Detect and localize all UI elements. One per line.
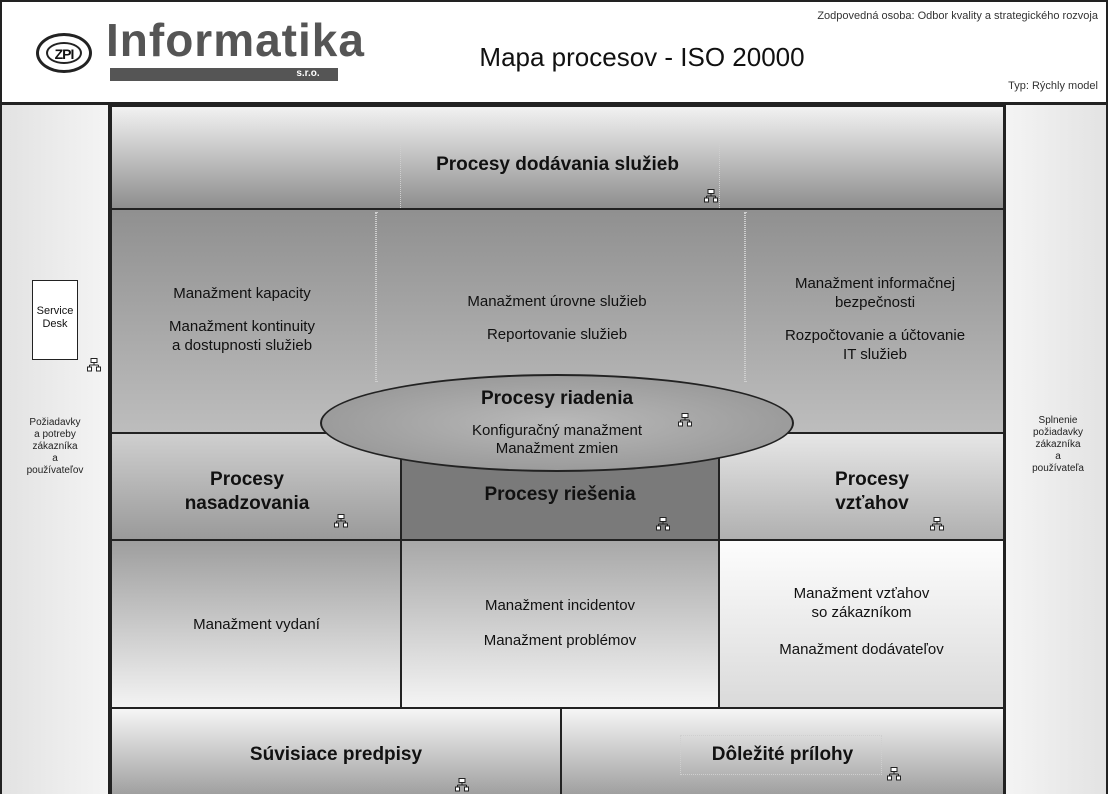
- company-logo-mark: ZPI: [46, 42, 82, 64]
- customer-output-panel: [1004, 105, 1106, 794]
- attachments-link-area: [680, 735, 882, 775]
- relationship-title-1: Procesy: [835, 469, 909, 490]
- budgeting-accounting-2[interactable]: IT služieb: [843, 346, 907, 363]
- information-security-management-2[interactable]: bezpečnosti: [834, 294, 916, 311]
- fulfilment-line-1: Splnenie: [1038, 415, 1078, 426]
- model-type: Typ: Rýchly model: [1008, 80, 1098, 92]
- regulations-block[interactable]: [110, 707, 562, 794]
- delivery-left-text: Manažment kapacity Manažment kontinuity …: [122, 284, 362, 355]
- brand-bar: [110, 68, 338, 81]
- relationship-management-text: Manažment vzťahov so zákazníkom Manažmen…: [718, 584, 1005, 659]
- delivery-center-text: Manažment úrovne služieb Reportovanie sl…: [402, 292, 712, 344]
- relationship-management-cell: [718, 539, 1005, 709]
- release-management[interactable]: Manažment vydaní: [193, 616, 320, 633]
- hierarchy-icon[interactable]: [678, 413, 692, 427]
- continuity-management[interactable]: Manažment kontinuity: [169, 318, 315, 335]
- hierarchy-icon[interactable]: [704, 189, 718, 203]
- divider-line: [744, 212, 746, 382]
- service-level-management[interactable]: Manažment úrovne služieb: [467, 293, 647, 310]
- fulfilment-line-3: zákazníka: [1035, 439, 1081, 450]
- customer-relationship-management-2[interactable]: so zákazníkom: [811, 604, 912, 621]
- release-title-1: Procesy: [210, 469, 284, 490]
- control-processes-oval[interactable]: [320, 374, 794, 472]
- service-desk-label-2: Desk: [42, 318, 68, 330]
- supplier-management[interactable]: Manažment dodávateľov: [779, 641, 944, 658]
- capacity-management[interactable]: Manažment kapacity: [173, 285, 311, 302]
- continuity-management-2[interactable]: a dostupnosti služieb: [171, 337, 313, 354]
- resolution-processes-title: Procesy riešenia: [484, 484, 636, 505]
- fulfilment-line-4: a: [1055, 451, 1061, 462]
- page-title: Mapa procesov - ISO 20000: [479, 42, 805, 72]
- requirements-line-5: používateľov: [26, 465, 84, 476]
- relationship-processes-block[interactable]: [718, 432, 1005, 541]
- fulfilment-line-5: používateľa: [1032, 463, 1084, 474]
- header-divider: [2, 102, 1106, 105]
- information-security-management[interactable]: Manažment informačnej: [794, 275, 956, 292]
- responsible-person: Zodpovedná osoba: Odbor kvality a strate…: [817, 10, 1098, 22]
- hierarchy-icon[interactable]: [656, 517, 670, 531]
- release-management-cell: [110, 539, 403, 709]
- customer-requirements: Požiadavky a potreby zákazníka a používa…: [10, 417, 100, 477]
- delivery-link-area: [400, 142, 720, 212]
- service-delivery-block[interactable]: [110, 105, 1005, 210]
- requirements-line-2: a potreby: [34, 429, 76, 440]
- requirements-line-1: Požiadavky: [29, 417, 81, 428]
- release-processes-title: Procesy nasadzovania: [122, 468, 372, 516]
- service-desk-box[interactable]: Service Desk: [32, 280, 78, 360]
- hierarchy-icon[interactable]: [455, 778, 469, 792]
- problem-management[interactable]: Manažment problémov: [483, 632, 637, 649]
- attachments-block[interactable]: [560, 707, 1005, 794]
- release-title-2: nasadzovania: [184, 493, 310, 514]
- attachments-title: Dôležité prílohy: [711, 744, 854, 765]
- hierarchy-icon[interactable]: [887, 767, 901, 781]
- control-processes-items: Konfiguračný manažment Manažment zmien: [422, 422, 692, 458]
- incident-problem-text: Manažment incidentov Manažment problémov: [400, 596, 720, 650]
- company-name: Informatika: [106, 14, 365, 66]
- customer-relationship-management[interactable]: Manažment vzťahov: [793, 585, 930, 602]
- control-processes-title: Procesy riadenia: [480, 388, 634, 409]
- hierarchy-icon[interactable]: [334, 514, 348, 528]
- relationship-title-2: vzťahov: [835, 493, 909, 514]
- release-processes-block[interactable]: [110, 432, 403, 541]
- service-reporting[interactable]: Reportovanie služieb: [486, 326, 628, 343]
- delivery-right-text: Manažment informačnej bezpečnosti Rozpoč…: [750, 274, 1000, 364]
- service-delivery-title: Procesy dodávania služieb: [436, 154, 679, 175]
- configuration-management[interactable]: Konfiguračný manažment: [471, 422, 643, 439]
- customer-input-panel: [2, 105, 110, 794]
- divider-line: [375, 212, 377, 382]
- service-desk-label-1: Service: [36, 305, 74, 317]
- company-logo-outer: [36, 33, 92, 73]
- requirements-line-4: a: [52, 453, 58, 464]
- relationship-processes-title: Procesy vzťahov: [782, 468, 962, 516]
- change-management[interactable]: Manažment zmien: [495, 440, 619, 457]
- requirements-line-3: zákazníka: [32, 441, 78, 452]
- budgeting-accounting[interactable]: Rozpočtovanie a účtovanie: [784, 327, 966, 344]
- regulations-title: Súvisiace predpisy: [249, 744, 423, 765]
- hierarchy-icon[interactable]: [930, 517, 944, 531]
- incident-management[interactable]: Manažment incidentov: [484, 597, 636, 614]
- company-suffix: s.r.o.: [296, 68, 320, 79]
- customer-fulfilment: Splnenie požiadavky zákazníka a používat…: [1012, 415, 1104, 475]
- hierarchy-icon[interactable]: [87, 358, 101, 372]
- fulfilment-line-2: požiadavky: [1032, 427, 1084, 438]
